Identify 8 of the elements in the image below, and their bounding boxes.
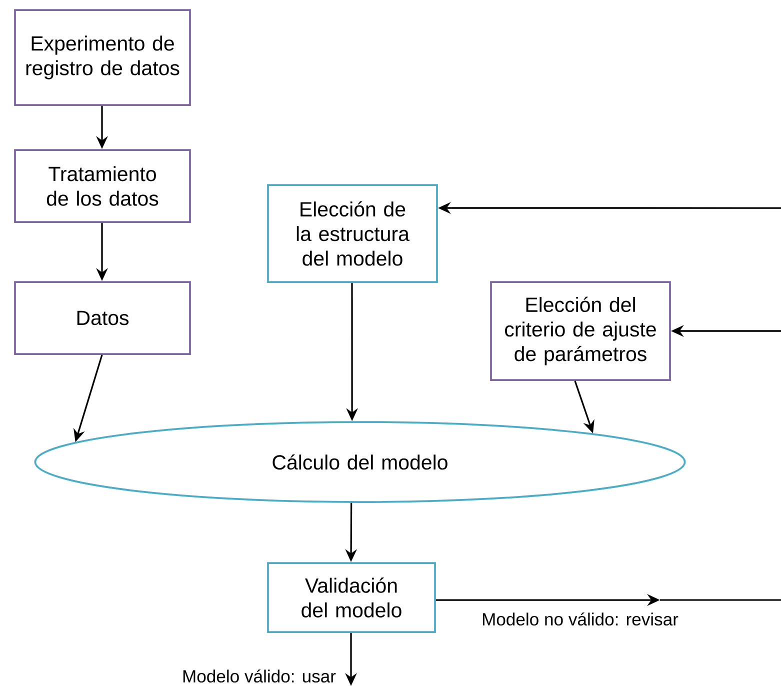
process-box: Datos [14,281,191,355]
process-box: Experimento de registro de datos [14,9,191,106]
process-box: Elección de la estructura del modelo [267,184,438,283]
edge-label: Modelo no válido: revisar [480,611,680,627]
process-box: Tratamiento de los datos [14,149,191,223]
process-box: Elección del criterio de ajuste de parámetros [490,281,671,381]
edge-label: Modelo válido: usar [180,668,338,684]
process-box: Validación del modelo [267,562,436,633]
